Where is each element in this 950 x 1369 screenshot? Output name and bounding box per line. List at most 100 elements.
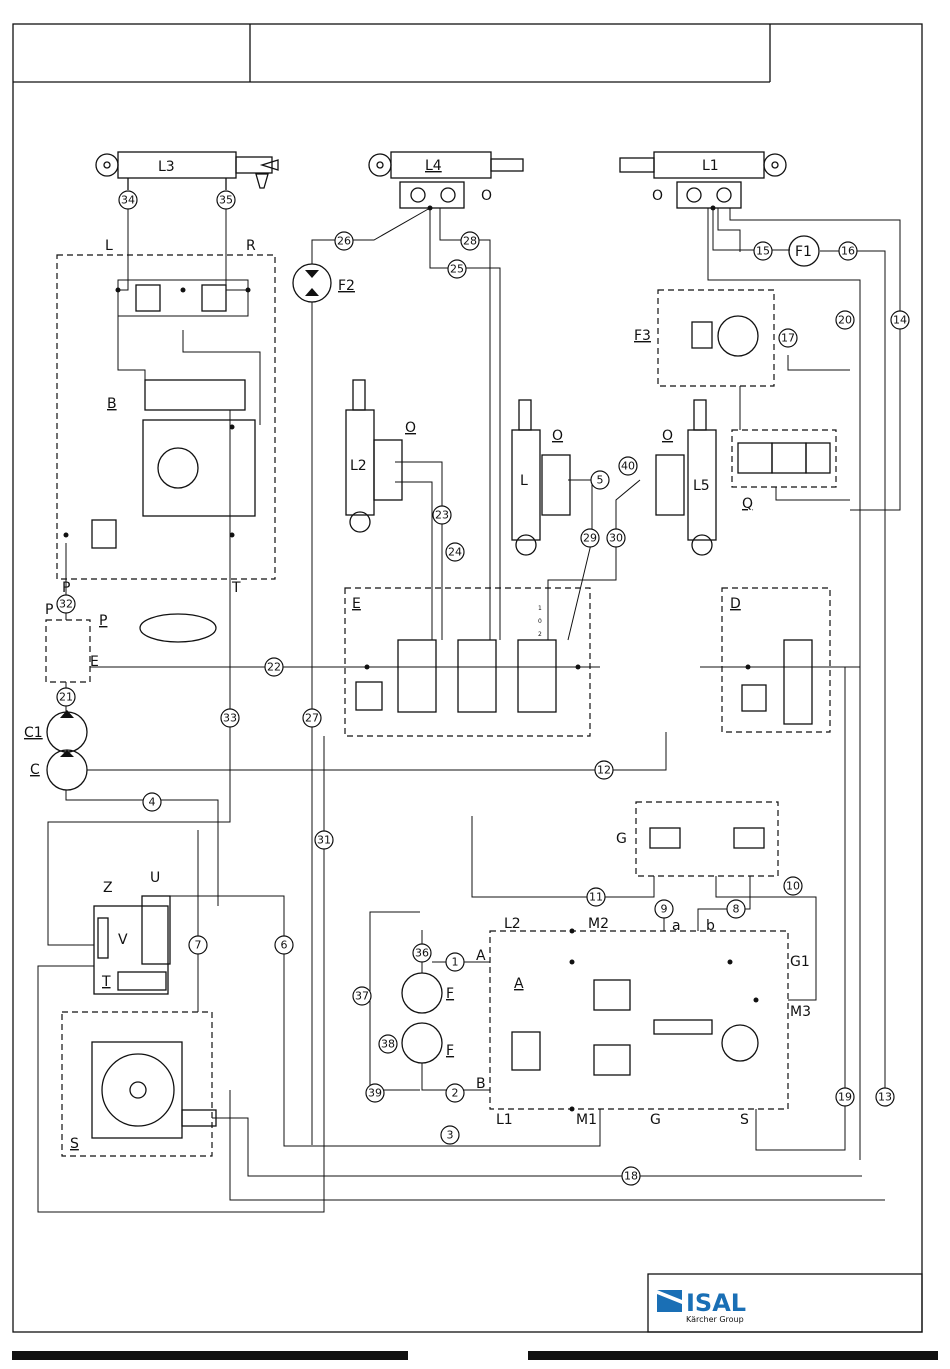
svg-text:F1: F1: [795, 244, 812, 260]
callout-34: 34: [119, 191, 137, 209]
svg-text:F: F: [446, 1043, 454, 1059]
callout-9: 9: [655, 900, 673, 918]
callout-29: 29: [581, 529, 599, 547]
callout-36: 36: [413, 944, 431, 962]
callout-label: 4: [149, 796, 156, 809]
logo-brand: ISAL: [686, 1289, 746, 1317]
svg-text:1: 1: [538, 605, 542, 612]
logo-tagline: Kärcher Group: [686, 1315, 744, 1324]
callout-label: 27: [305, 712, 319, 725]
callout-40: 40: [619, 457, 637, 475]
svg-text:b: b: [706, 918, 715, 934]
footer-bar-right: [528, 1351, 938, 1360]
callout-label: 14: [893, 314, 907, 327]
svg-text:O: O: [405, 420, 416, 436]
svg-text:F2: F2: [338, 278, 355, 294]
callout-label: 36: [415, 947, 429, 960]
callout-5: 5: [591, 471, 609, 489]
callout-14: 14: [891, 311, 909, 329]
svg-text:C1: C1: [24, 725, 43, 741]
callout-label: 22: [267, 661, 281, 674]
svg-text:R: R: [246, 238, 256, 254]
isal-logo: ISAL Kärcher Group: [657, 1289, 746, 1324]
svg-text:O: O: [662, 428, 673, 444]
fan-motor-f-lower: [402, 1023, 442, 1063]
callout-15: 15: [754, 242, 772, 260]
callout-label: 25: [450, 263, 464, 276]
svg-text:F3: F3: [634, 328, 651, 344]
callout-37: 37: [353, 987, 371, 1005]
svg-text:S: S: [70, 1136, 79, 1152]
svg-text:O: O: [652, 188, 663, 204]
pump-c1: [47, 710, 87, 752]
callout-label: 13: [878, 1091, 892, 1104]
svg-text:U: U: [150, 870, 160, 886]
callout-27: 27: [303, 709, 321, 727]
callout-label: 15: [756, 245, 770, 258]
callout-label: 19: [838, 1091, 852, 1104]
callout-label: 1: [452, 956, 459, 969]
footer-bar-left: [12, 1351, 408, 1360]
svg-text:G: G: [650, 1112, 661, 1128]
svg-text:M2: M2: [588, 916, 609, 932]
svg-text:P: P: [45, 602, 53, 618]
callout-7: 7: [189, 936, 207, 954]
svg-text:L3: L3: [158, 159, 175, 175]
callout-25: 25: [448, 260, 466, 278]
valve-g: [636, 802, 778, 876]
svg-text:S: S: [740, 1112, 749, 1128]
callout-label: 2: [452, 1087, 459, 1100]
svg-text:O: O: [552, 428, 563, 444]
callout-label: 32: [59, 598, 73, 611]
steering-wheel: [140, 614, 216, 642]
svg-text:Z: Z: [103, 880, 113, 896]
svg-text:a: a: [672, 918, 681, 934]
svg-text:F: F: [446, 986, 454, 1002]
svg-text:G: G: [616, 831, 627, 847]
valve-q: [732, 430, 836, 487]
svg-text:L: L: [105, 238, 113, 254]
svg-text:C: C: [30, 762, 40, 778]
callout-24: 24: [446, 543, 464, 561]
callout-label: 33: [223, 712, 237, 725]
svg-text:L5: L5: [693, 478, 710, 494]
pump-c: [47, 750, 87, 790]
svg-text:0: 0: [538, 618, 542, 625]
callout-label: 24: [448, 546, 462, 559]
fan-motor-f-upper: [402, 973, 442, 1013]
svg-text:2: 2: [538, 631, 542, 638]
svg-text:Q: Q: [742, 496, 753, 512]
callout-11: 11: [587, 888, 605, 906]
callout-2: 2: [446, 1084, 464, 1102]
callout-label: 20: [838, 314, 852, 327]
svg-text:T: T: [101, 974, 111, 990]
svg-text:L1: L1: [496, 1112, 513, 1128]
callout-18: 18: [622, 1167, 640, 1185]
callout-3: 3: [441, 1126, 459, 1144]
svg-text:O: O: [481, 188, 492, 204]
svg-text:L2: L2: [350, 458, 367, 474]
callout-23: 23: [433, 506, 451, 524]
callout-label: 29: [583, 532, 597, 545]
valve-block-e: [345, 588, 590, 736]
callout-8: 8: [727, 900, 745, 918]
svg-text:E: E: [90, 654, 99, 670]
callout-16: 16: [839, 242, 857, 260]
callout-label: 17: [781, 332, 795, 345]
callout-label: 11: [589, 891, 603, 904]
callout-label: 37: [355, 990, 369, 1003]
callout-19: 19: [836, 1088, 854, 1106]
callout-label: 35: [219, 194, 233, 207]
callout-6: 6: [275, 936, 293, 954]
svg-text:G1: G1: [790, 954, 810, 970]
callout-label: 18: [624, 1170, 638, 1183]
block-f3: [658, 290, 774, 386]
callout-label: 6: [281, 939, 288, 952]
svg-text:L2: L2: [504, 916, 521, 932]
callout-35: 35: [217, 191, 235, 209]
callout-label: 38: [381, 1038, 395, 1051]
callout-10: 10: [784, 877, 802, 895]
svg-text:V: V: [118, 932, 128, 948]
callout-22: 22: [265, 658, 283, 676]
